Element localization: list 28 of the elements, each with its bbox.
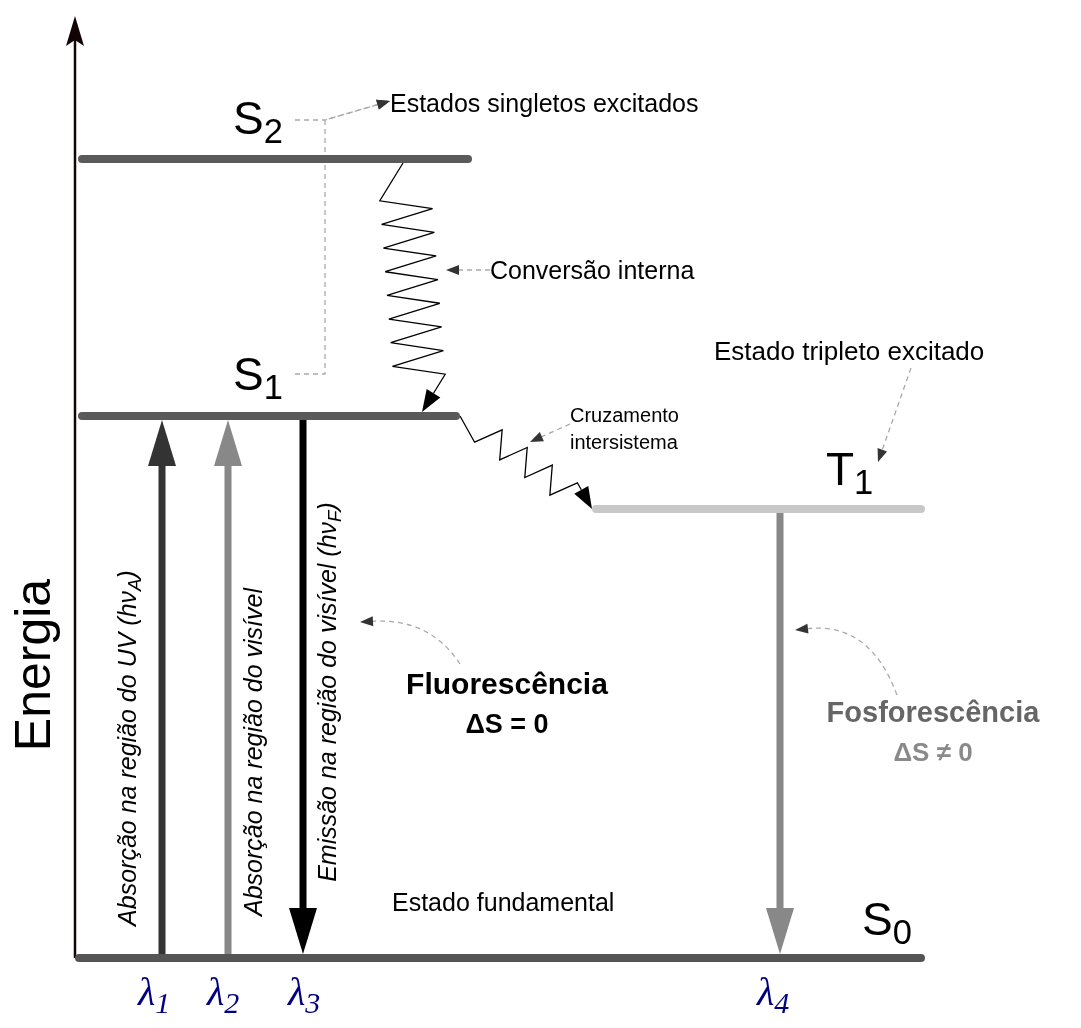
leader-line	[446, 265, 491, 275]
annotation-text: Conversão interna	[490, 255, 695, 286]
state-label: T$_{1}$	[826, 443, 874, 495]
annotation-text: Fluorescência	[406, 666, 608, 702]
wavelength-label: λ$_{4}$	[757, 972, 790, 1012]
state-label: S$_{1}$	[233, 348, 283, 400]
wavelength-label: λ$_{3}$	[288, 972, 321, 1012]
leader-line	[794, 623, 898, 696]
leader-line	[294, 99, 390, 375]
state-label: S$_{0}$	[862, 893, 912, 945]
zigzag-arrow	[378, 162, 447, 412]
leader-line	[877, 367, 912, 462]
zigzag-arrow	[459, 415, 592, 509]
leader-line	[530, 423, 571, 442]
leader-line	[360, 616, 461, 665]
edge-label: Absorção na região do visível	[238, 588, 268, 916]
wavelength-label: λ$_{2}$	[207, 972, 240, 1012]
annotation-subtext: ΔS = 0	[465, 708, 549, 741]
transition-arrow	[148, 420, 176, 954]
wavelength-label: λ$_{1}$	[138, 972, 171, 1012]
annotation-text: Fosforescência	[826, 695, 1040, 730]
annotation-text: Cruzamento intersistema	[570, 403, 680, 455]
annotation-subtext: ΔS ≠ 0	[893, 736, 973, 769]
state-caption: Estado fundamental	[392, 887, 615, 918]
state-label: S$_{2}$	[233, 92, 283, 144]
axis-label: Energia	[8, 578, 58, 752]
annotation-text: Estado tripleto excitado	[714, 335, 985, 368]
annotation-text: Estados singletos excitados	[390, 88, 699, 119]
